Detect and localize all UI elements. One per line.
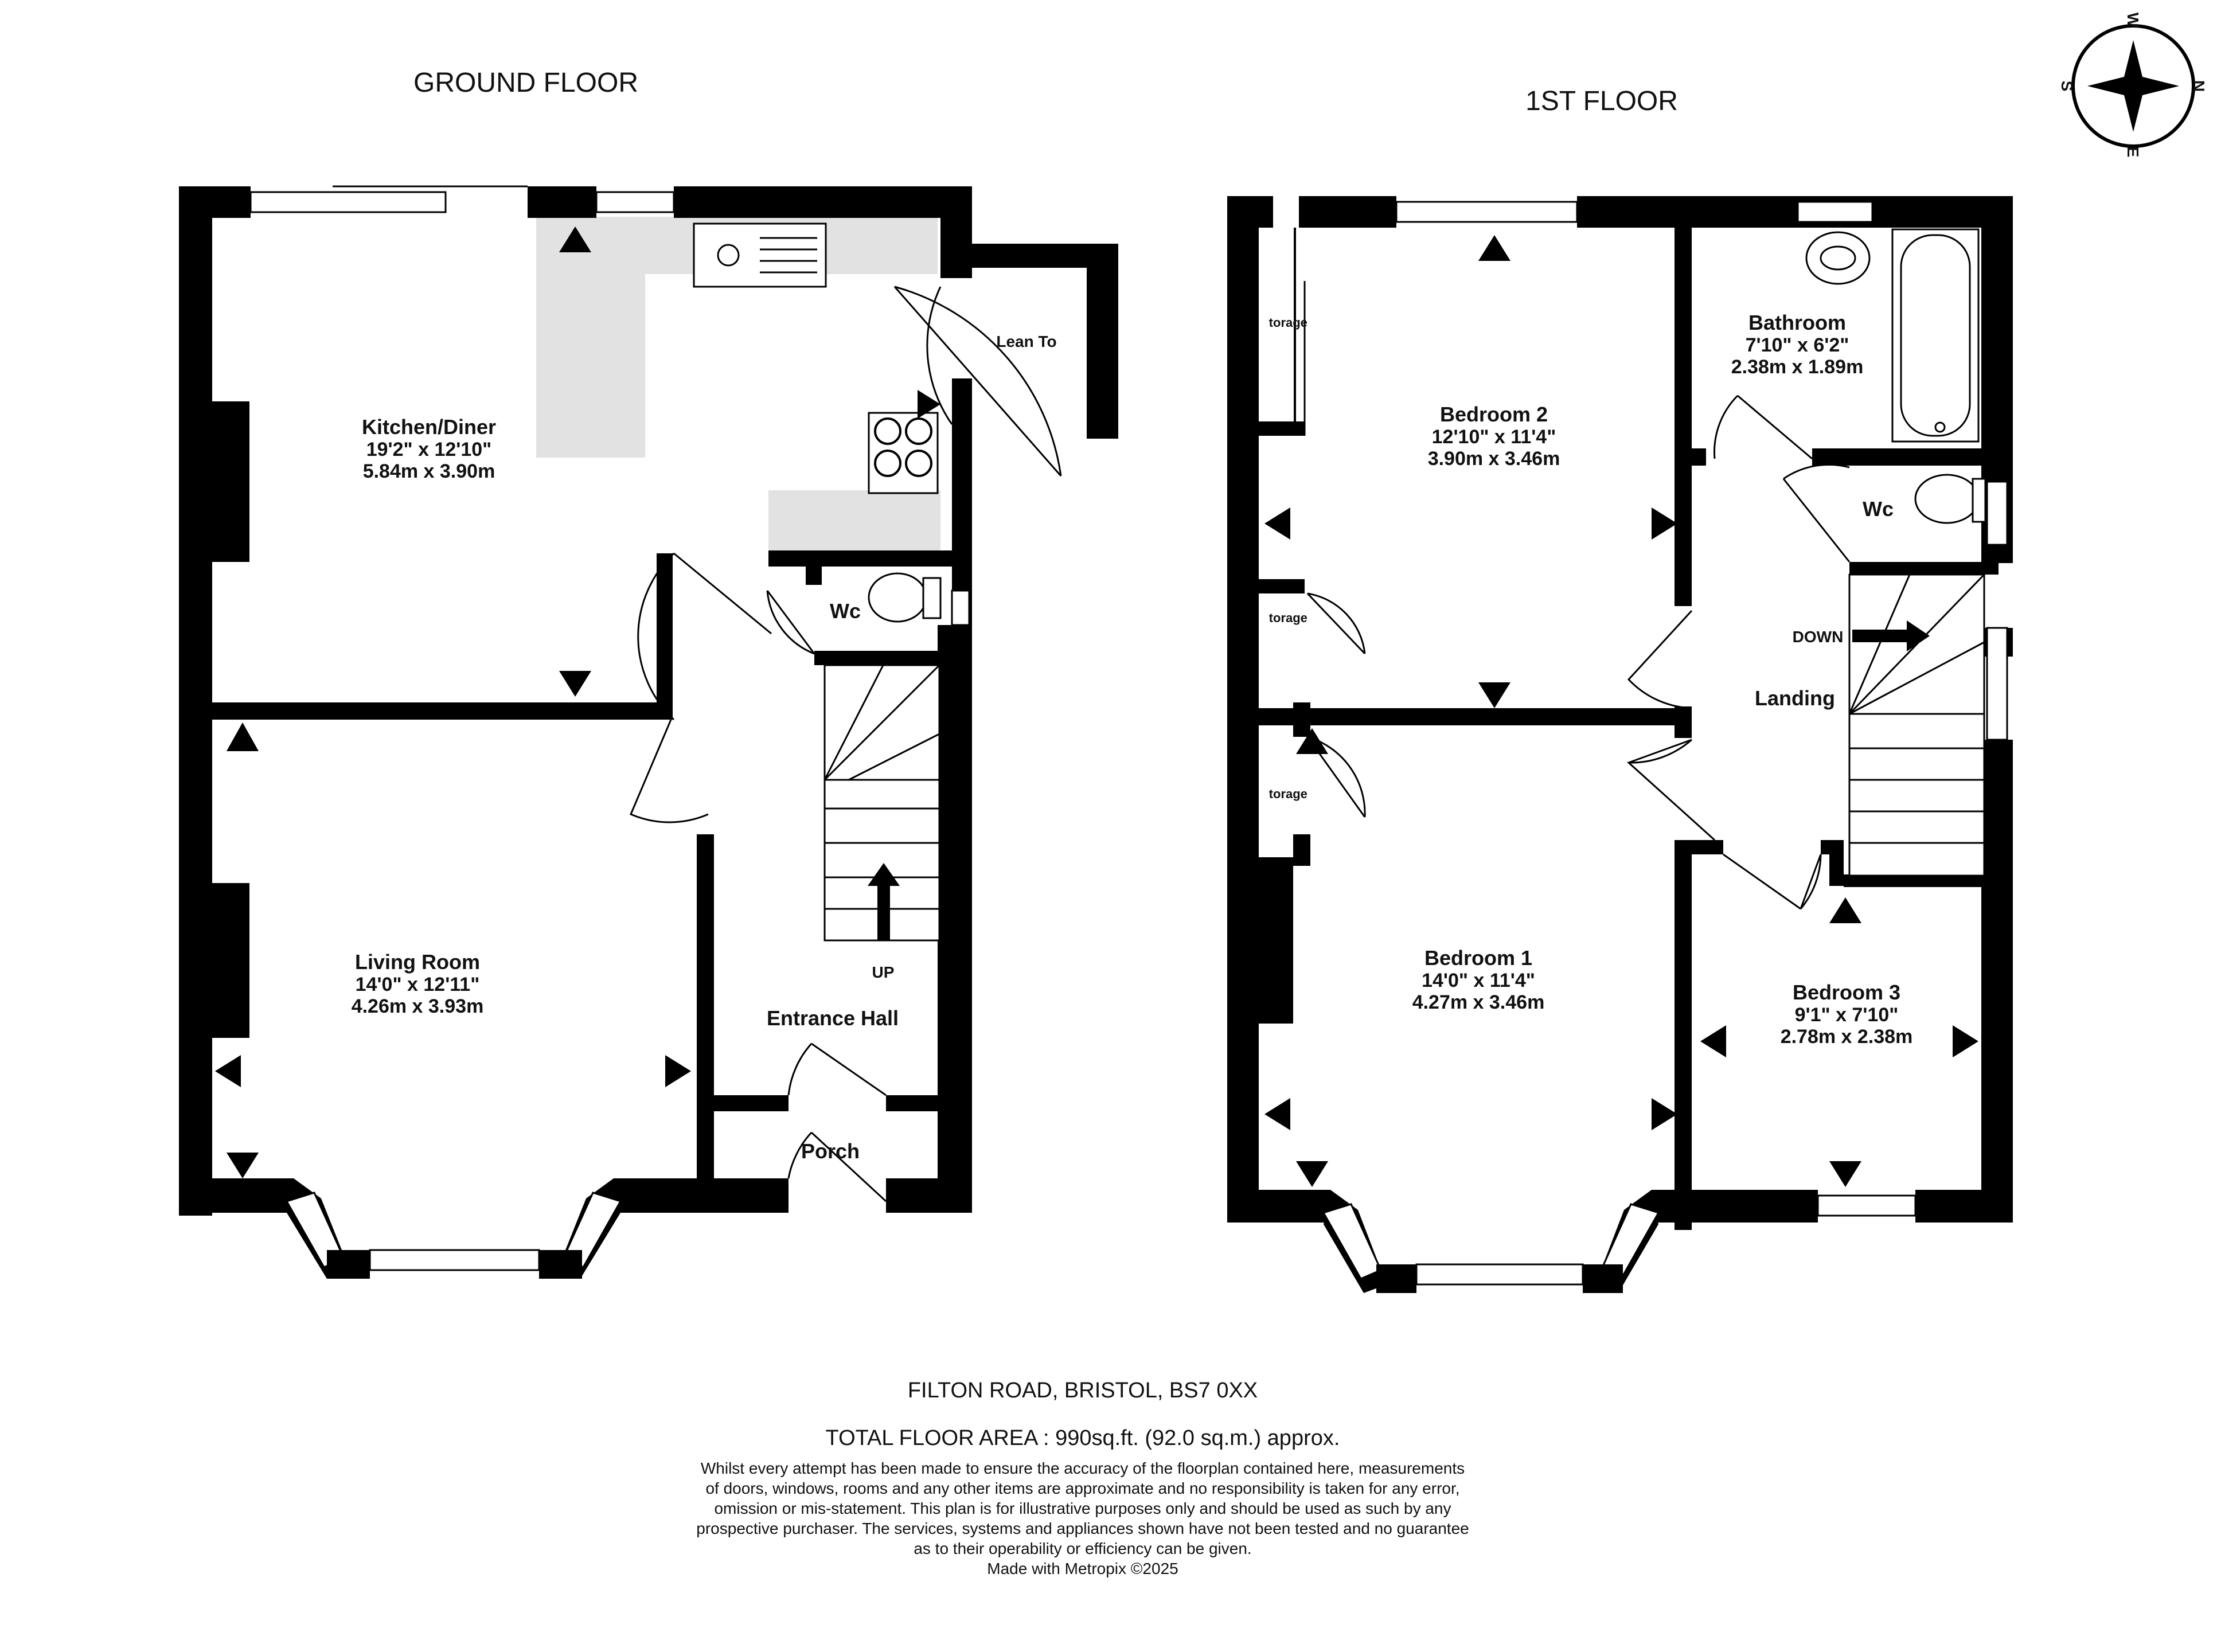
bedroom1-metric: 4.27m x 3.46m (1412, 991, 1545, 1013)
disclaimer-line-1: Whilst every attempt has been made to en… (701, 1459, 1465, 1477)
porch-name: Porch (801, 1139, 860, 1163)
first-toilet (1914, 474, 1986, 524)
first-dimension-arrows (1264, 235, 1978, 1187)
kitchen-hob (868, 412, 939, 494)
kitchen-imperial: 19'2" x 12'10" (366, 439, 492, 460)
stairs-up-label: UP (872, 963, 895, 981)
first-doors (1306, 395, 1851, 910)
footer: FILTON ROAD, BRISTOL, BS7 0XX TOTAL FLOO… (696, 1378, 1469, 1577)
entrance-hall-name: Entrance Hall (767, 1006, 899, 1030)
bedroom1-imperial: 14'0" x 11'4" (1422, 970, 1535, 991)
living-room-imperial: 14'0" x 12'11" (356, 974, 480, 995)
bedroom2-imperial: 12'10" x 11'4" (1432, 426, 1556, 448)
bedroom2-name: Bedroom 2 (1440, 403, 1548, 426)
ground-floor-windows (249, 185, 970, 1279)
disclaimer-line-5: as to their operability or efficiency ca… (914, 1540, 1251, 1557)
kitchen-name: Kitchen/Diner (362, 415, 496, 439)
compass-e: E (2124, 147, 2142, 158)
ground-floor-title: GROUND FLOOR (413, 68, 638, 98)
total-floor-area: TOTAL FLOOR AREA : 990sq.ft. (92.0 sq.m.… (826, 1426, 1340, 1450)
compass-w: W (2124, 13, 2142, 28)
landing-name: Landing (1755, 686, 1835, 710)
first-floor-plan: 1ST FLOOR (1227, 86, 2013, 1293)
bathroom-imperial: 7'10" x 6'2" (1746, 334, 1849, 356)
first-floor-windows (1322, 201, 2008, 1293)
wash-basin (1805, 231, 1871, 285)
ground-dimension-arrows (215, 226, 940, 1178)
bedroom2-metric: 3.90m x 3.46m (1428, 448, 1560, 470)
bathroom-name: Bathroom (1748, 311, 1846, 334)
first-staircase (1848, 573, 1985, 877)
bedroom3-imperial: 9'1" x 7'10" (1795, 1004, 1899, 1026)
disclaimer-line-2: of doors, windows, rooms and any other i… (705, 1479, 1459, 1497)
first-wc-name: Wc (1863, 497, 1894, 521)
bedroom3-metric: 2.78m x 2.38m (1781, 1026, 1913, 1048)
credit: Made with Metropix ©2025 (987, 1560, 1178, 1577)
compass-s: S (2058, 81, 2076, 92)
living-room-name: Living Room (355, 950, 480, 974)
disclaimer-line-3: omission or mis-statement. This plan is … (714, 1499, 1451, 1517)
bathroom-metric: 2.38m x 1.89m (1731, 356, 1864, 378)
ground-floor-plan: GROUND FLOOR (179, 68, 1118, 1279)
lean-to-name: Lean To (996, 333, 1056, 350)
bath-tub (1891, 228, 1980, 443)
ground-staircase (823, 664, 940, 942)
kitchen-metric: 5.84m x 3.90m (363, 460, 495, 482)
compass-n: N (2190, 80, 2208, 92)
address: FILTON ROAD, BRISTOL, BS7 0XX (908, 1378, 1258, 1403)
compass-icon (2071, 24, 2195, 148)
ground-wc-name: Wc (830, 599, 861, 623)
first-floor-title: 1ST FLOOR (1525, 86, 1678, 116)
ground-floor-walls (179, 186, 1118, 1216)
ground-doors (630, 286, 1062, 1202)
disclaimer-line-4: prospective purchaser. The services, sys… (696, 1520, 1469, 1537)
stairs-down-label: DOWN (1793, 628, 1844, 646)
bedroom3-name: Bedroom 3 (1793, 981, 1900, 1004)
ground-toilet (868, 572, 942, 623)
kitchen-sink (693, 222, 827, 288)
living-room-metric: 4.26m x 3.93m (352, 995, 484, 1017)
bedroom1-name: Bedroom 1 (1424, 946, 1532, 970)
